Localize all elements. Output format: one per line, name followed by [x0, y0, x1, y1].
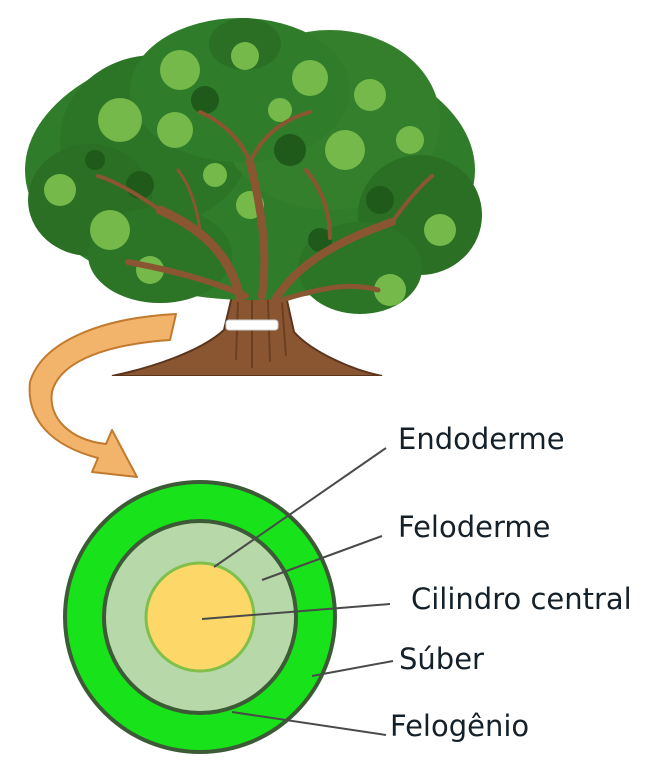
cross-section	[65, 482, 335, 752]
label-feloderme: Feloderme	[398, 513, 551, 542]
label-suber: Súber	[399, 645, 484, 674]
label-cilindro-central: Cilindro central	[411, 585, 632, 614]
label-endoderme: Endoderme	[398, 425, 565, 454]
label-felogenio: Felogênio	[390, 712, 529, 741]
curved-arrow-icon	[30, 314, 176, 477]
trunk-band	[226, 320, 278, 330]
tree-illustration	[25, 18, 482, 376]
